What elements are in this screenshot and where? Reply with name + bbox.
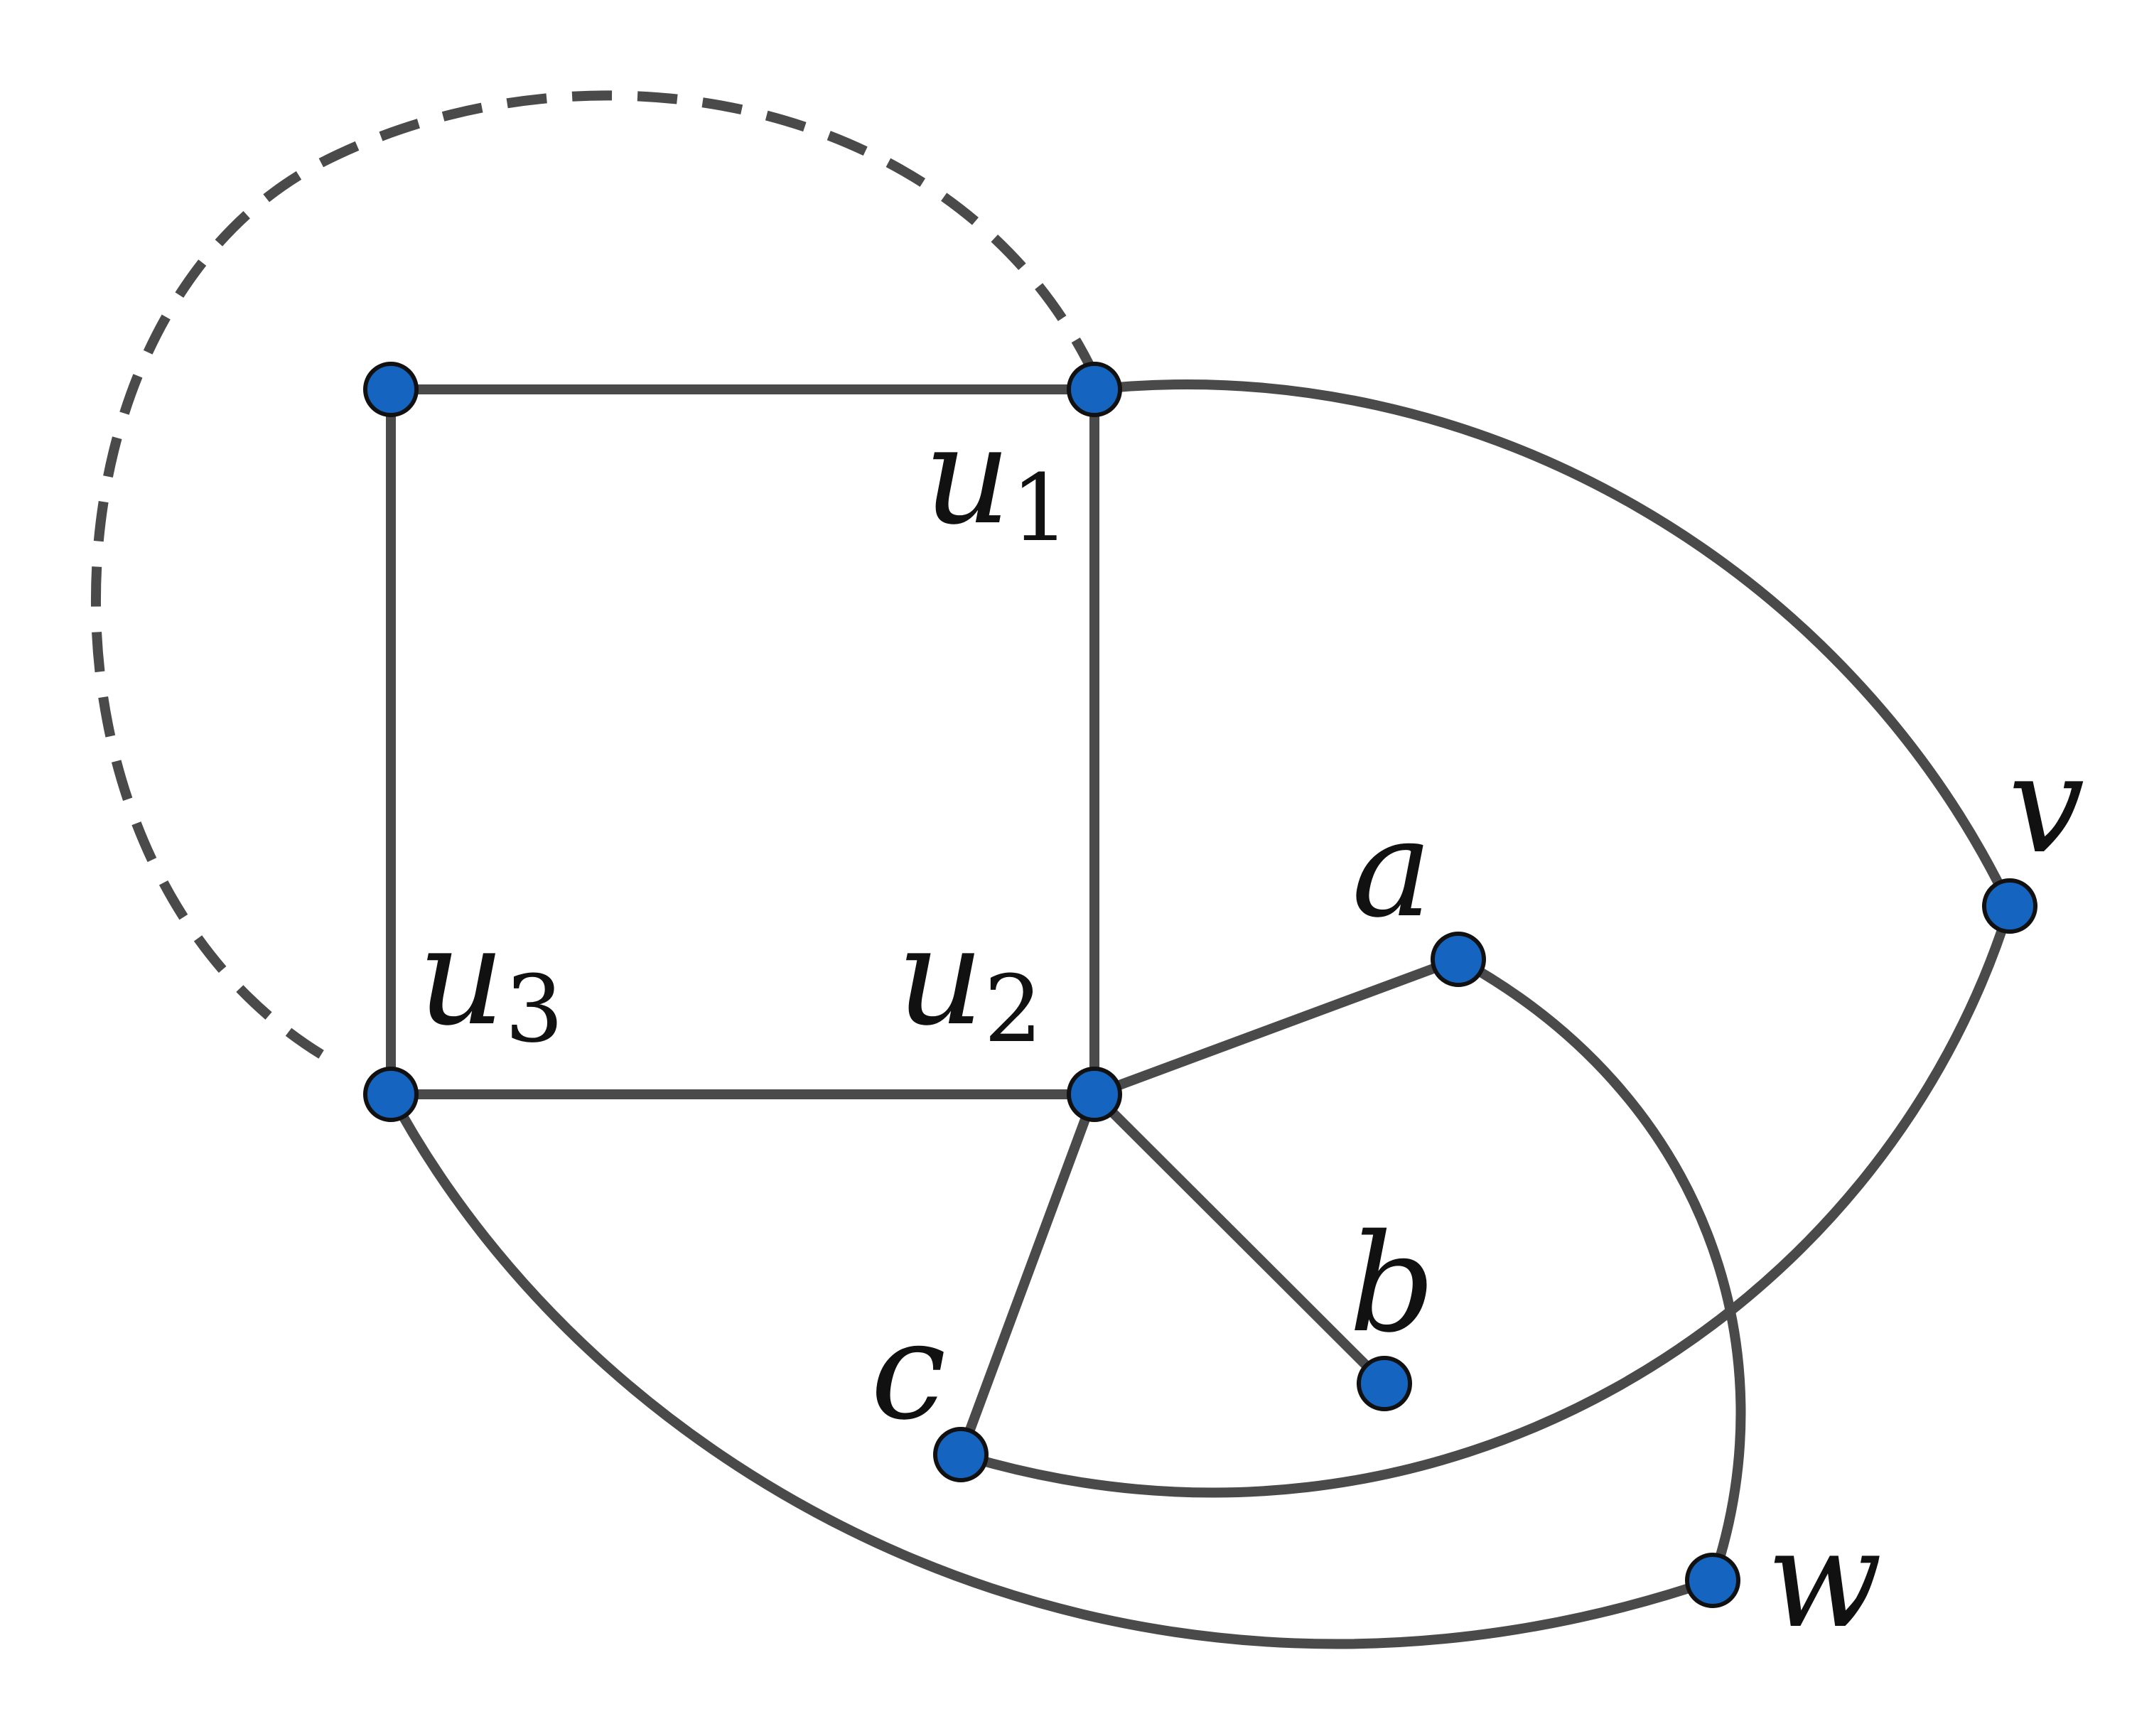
label-u1-name: u — [924, 397, 1011, 554]
node-u2 — [1067, 1067, 1122, 1122]
label-b: b — [1349, 1205, 1436, 1362]
edge-v-c — [959, 904, 2015, 1498]
label-v: v — [2008, 726, 2084, 883]
edge-a-w — [1455, 954, 1746, 1583]
edge-u2-c — [956, 1092, 1099, 1457]
node-a — [1431, 932, 1486, 987]
edge-u1-u3-dashed — [91, 90, 1099, 1071]
edge-u3-w — [386, 1091, 1715, 1649]
edge-u2-a — [1092, 954, 1460, 1099]
node-b — [1357, 1356, 1412, 1411]
label-u2-sub: 2 — [984, 955, 1043, 1063]
label-u1-sub: 1 — [1011, 454, 1070, 562]
edge-u2-b — [1091, 1091, 1388, 1387]
label-a: a — [1352, 790, 1432, 947]
label-u2-name: u — [897, 898, 984, 1055]
label-c: c — [871, 1293, 946, 1450]
label-u3-name: u — [418, 898, 505, 1055]
node-u3 — [363, 1067, 419, 1122]
node-v — [1982, 878, 2037, 934]
node-corner — [363, 362, 419, 417]
edge-u1-v — [1094, 379, 2015, 909]
label-w: w — [1767, 1501, 1883, 1658]
node-w — [1685, 1553, 1740, 1608]
label-u3: u3 — [418, 898, 564, 1063]
label-u2: u2 — [897, 898, 1043, 1063]
label-u3-sub: 3 — [505, 955, 564, 1063]
node-u1 — [1067, 362, 1122, 417]
node-c — [933, 1427, 989, 1482]
label-u1: u1 — [924, 397, 1070, 562]
